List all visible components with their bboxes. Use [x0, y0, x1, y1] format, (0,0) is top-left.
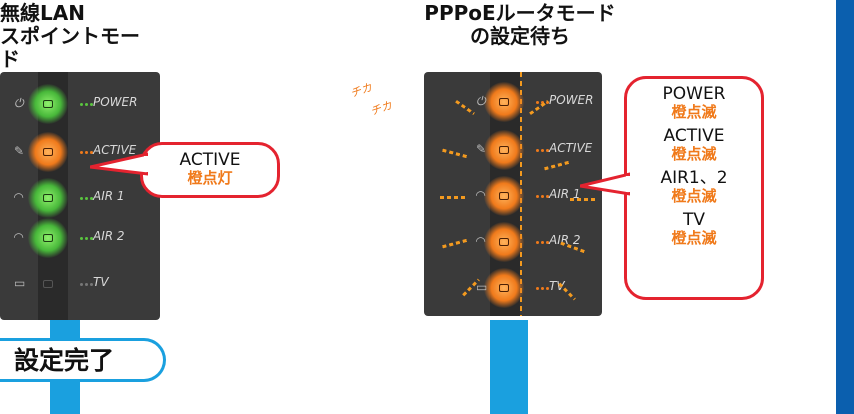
right-device: ⏻ POWER ✎ ACTIVE ◠ AIR 1 ◠ AIR 2 ▭ TV	[424, 72, 602, 316]
left-callout: ACTIVE 橙点灯	[140, 142, 280, 198]
r-device-label-tv: TV	[549, 279, 565, 293]
device-label-tv: TV	[93, 275, 109, 289]
device-label-active: ACTIVE	[93, 143, 137, 157]
callout-item-air: AIR1、2 橙点滅	[627, 169, 761, 205]
tv-led	[43, 280, 53, 288]
callout-item-status: 橙点滅	[671, 187, 717, 205]
right-callout-pointer	[580, 172, 630, 196]
right-title: PPPoEルータモード の設定待ち	[380, 2, 660, 48]
right-callout: POWER 橙点滅 ACTIVE 橙点滅 AIR1、2 橙点滅 TV 橙点滅	[624, 76, 764, 300]
r-power-led	[499, 98, 509, 106]
blink-dash	[440, 196, 466, 199]
blink-dash	[544, 160, 570, 171]
device-label-power: POWER	[93, 95, 138, 109]
callout-item-label: AIR1、2	[660, 168, 728, 188]
left-title-line2: スポイントモード	[0, 24, 140, 71]
air1-led-glow	[28, 178, 68, 218]
active-led	[43, 148, 53, 156]
r-device-label-power: POWER	[549, 93, 594, 107]
r-tv-led-glow	[484, 268, 524, 308]
r-tv-icon: ▭	[476, 280, 488, 294]
callout-item-label: POWER	[662, 84, 726, 104]
callout-item-status: 橙点滅	[671, 145, 717, 163]
blink-text-1: チカ	[348, 80, 374, 101]
r-air2-led	[499, 238, 509, 246]
r-device-label-active: ACTIVE	[549, 141, 593, 155]
air2-led-glow	[28, 218, 68, 258]
air2-led	[43, 234, 53, 242]
blink-dash	[442, 148, 468, 159]
r-active-led-glow	[484, 130, 524, 170]
callout-item-label: ACTIVE	[663, 126, 725, 146]
air1-led	[43, 194, 53, 202]
setup-complete-banner: 設定完了	[0, 338, 166, 382]
active-icon: ✎	[14, 144, 25, 158]
r-wifi-icon-2: ◠	[476, 234, 486, 248]
r-wifi-icon-1: ◠	[476, 188, 486, 202]
r-active-led	[499, 146, 509, 154]
r-air2-led-glow	[484, 222, 524, 262]
wifi-icon-2: ◠	[14, 230, 24, 244]
callout-item-tv: TV 橙点滅	[627, 211, 761, 247]
blink-text-2: チカ	[368, 98, 394, 119]
r-active-icon: ✎	[476, 142, 487, 156]
r-power-led-glow	[484, 82, 524, 122]
callout-item-label: TV	[682, 210, 705, 230]
callout-item-power: POWER 橙点滅	[627, 85, 761, 121]
power-led-glow	[28, 84, 68, 124]
blink-dash	[570, 198, 596, 201]
wifi-icon-1: ◠	[14, 190, 24, 204]
power-led	[43, 100, 53, 108]
right-pole	[490, 320, 528, 414]
left-title: 無線LAN スポイントモード	[0, 2, 150, 71]
right-title-line1: PPPoEルータモード	[424, 1, 616, 25]
r-device-label-air2: AIR 2	[549, 233, 581, 247]
active-led-glow	[28, 132, 68, 172]
callout-item-status: 橙点滅	[671, 103, 717, 121]
left-callout-pointer	[90, 152, 148, 176]
r-power-icon: ⏻	[476, 94, 486, 108]
device-label-air2: AIR 2	[93, 229, 125, 243]
blink-dash	[455, 99, 475, 116]
r-tv-led	[499, 284, 509, 292]
tv-icon: ▭	[14, 276, 26, 290]
r-device-label-air1: AIR 1	[549, 187, 581, 201]
left-device: ⏻ POWER ✎ ACTIVE ◠ AIR 1 ◠ AIR 2 ▭ TV	[0, 72, 160, 320]
left-callout-title: ACTIVE	[179, 150, 241, 170]
r-air1-led-glow	[484, 176, 524, 216]
callout-item-status: 橙点滅	[671, 229, 717, 247]
callout-item-active: ACTIVE 橙点滅	[627, 127, 761, 163]
power-icon: ⏻	[14, 96, 24, 110]
setup-complete-label: 設定完了	[14, 346, 115, 375]
device-label-air1: AIR 1	[93, 189, 125, 203]
left-title-line1: 無線LAN	[0, 1, 85, 25]
page-border	[836, 0, 854, 414]
right-title-line2: の設定待ち	[470, 24, 570, 48]
blink-dash	[442, 238, 468, 249]
r-air1-led	[499, 192, 509, 200]
left-callout-status: 橙点灯	[187, 169, 233, 187]
